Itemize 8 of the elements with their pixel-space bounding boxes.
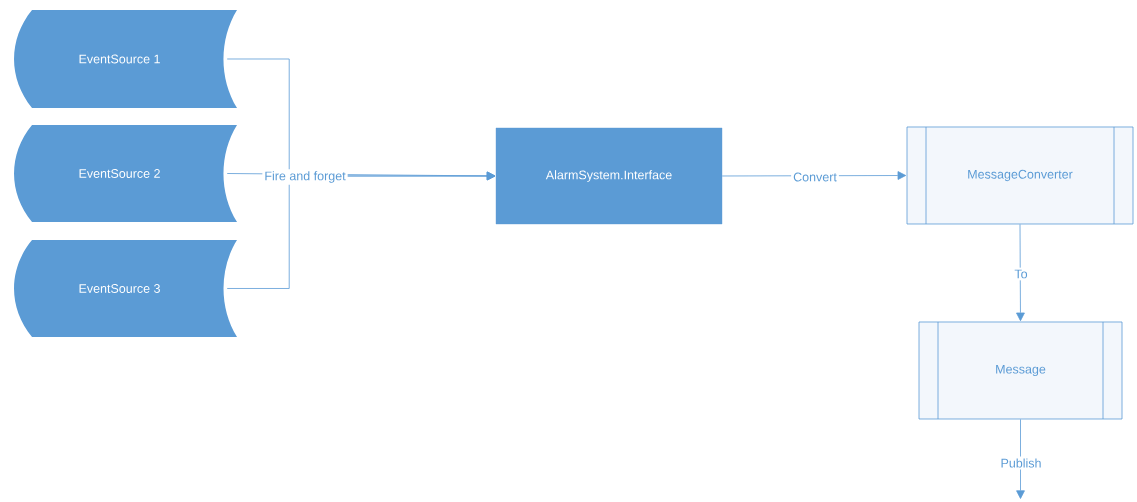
arrow: [1016, 224, 1025, 322]
process-box: AlarmSystem.Interface: [495, 127, 723, 225]
edge-label: Fire and forget: [262, 169, 348, 185]
subprocess-box: MessageConverter: [906, 126, 1134, 225]
edge-label: To: [1012, 267, 1030, 281]
subprocess-box: Message: [918, 321, 1123, 420]
edge-label: Publish: [998, 456, 1044, 470]
edge-label: Convert: [791, 170, 839, 184]
